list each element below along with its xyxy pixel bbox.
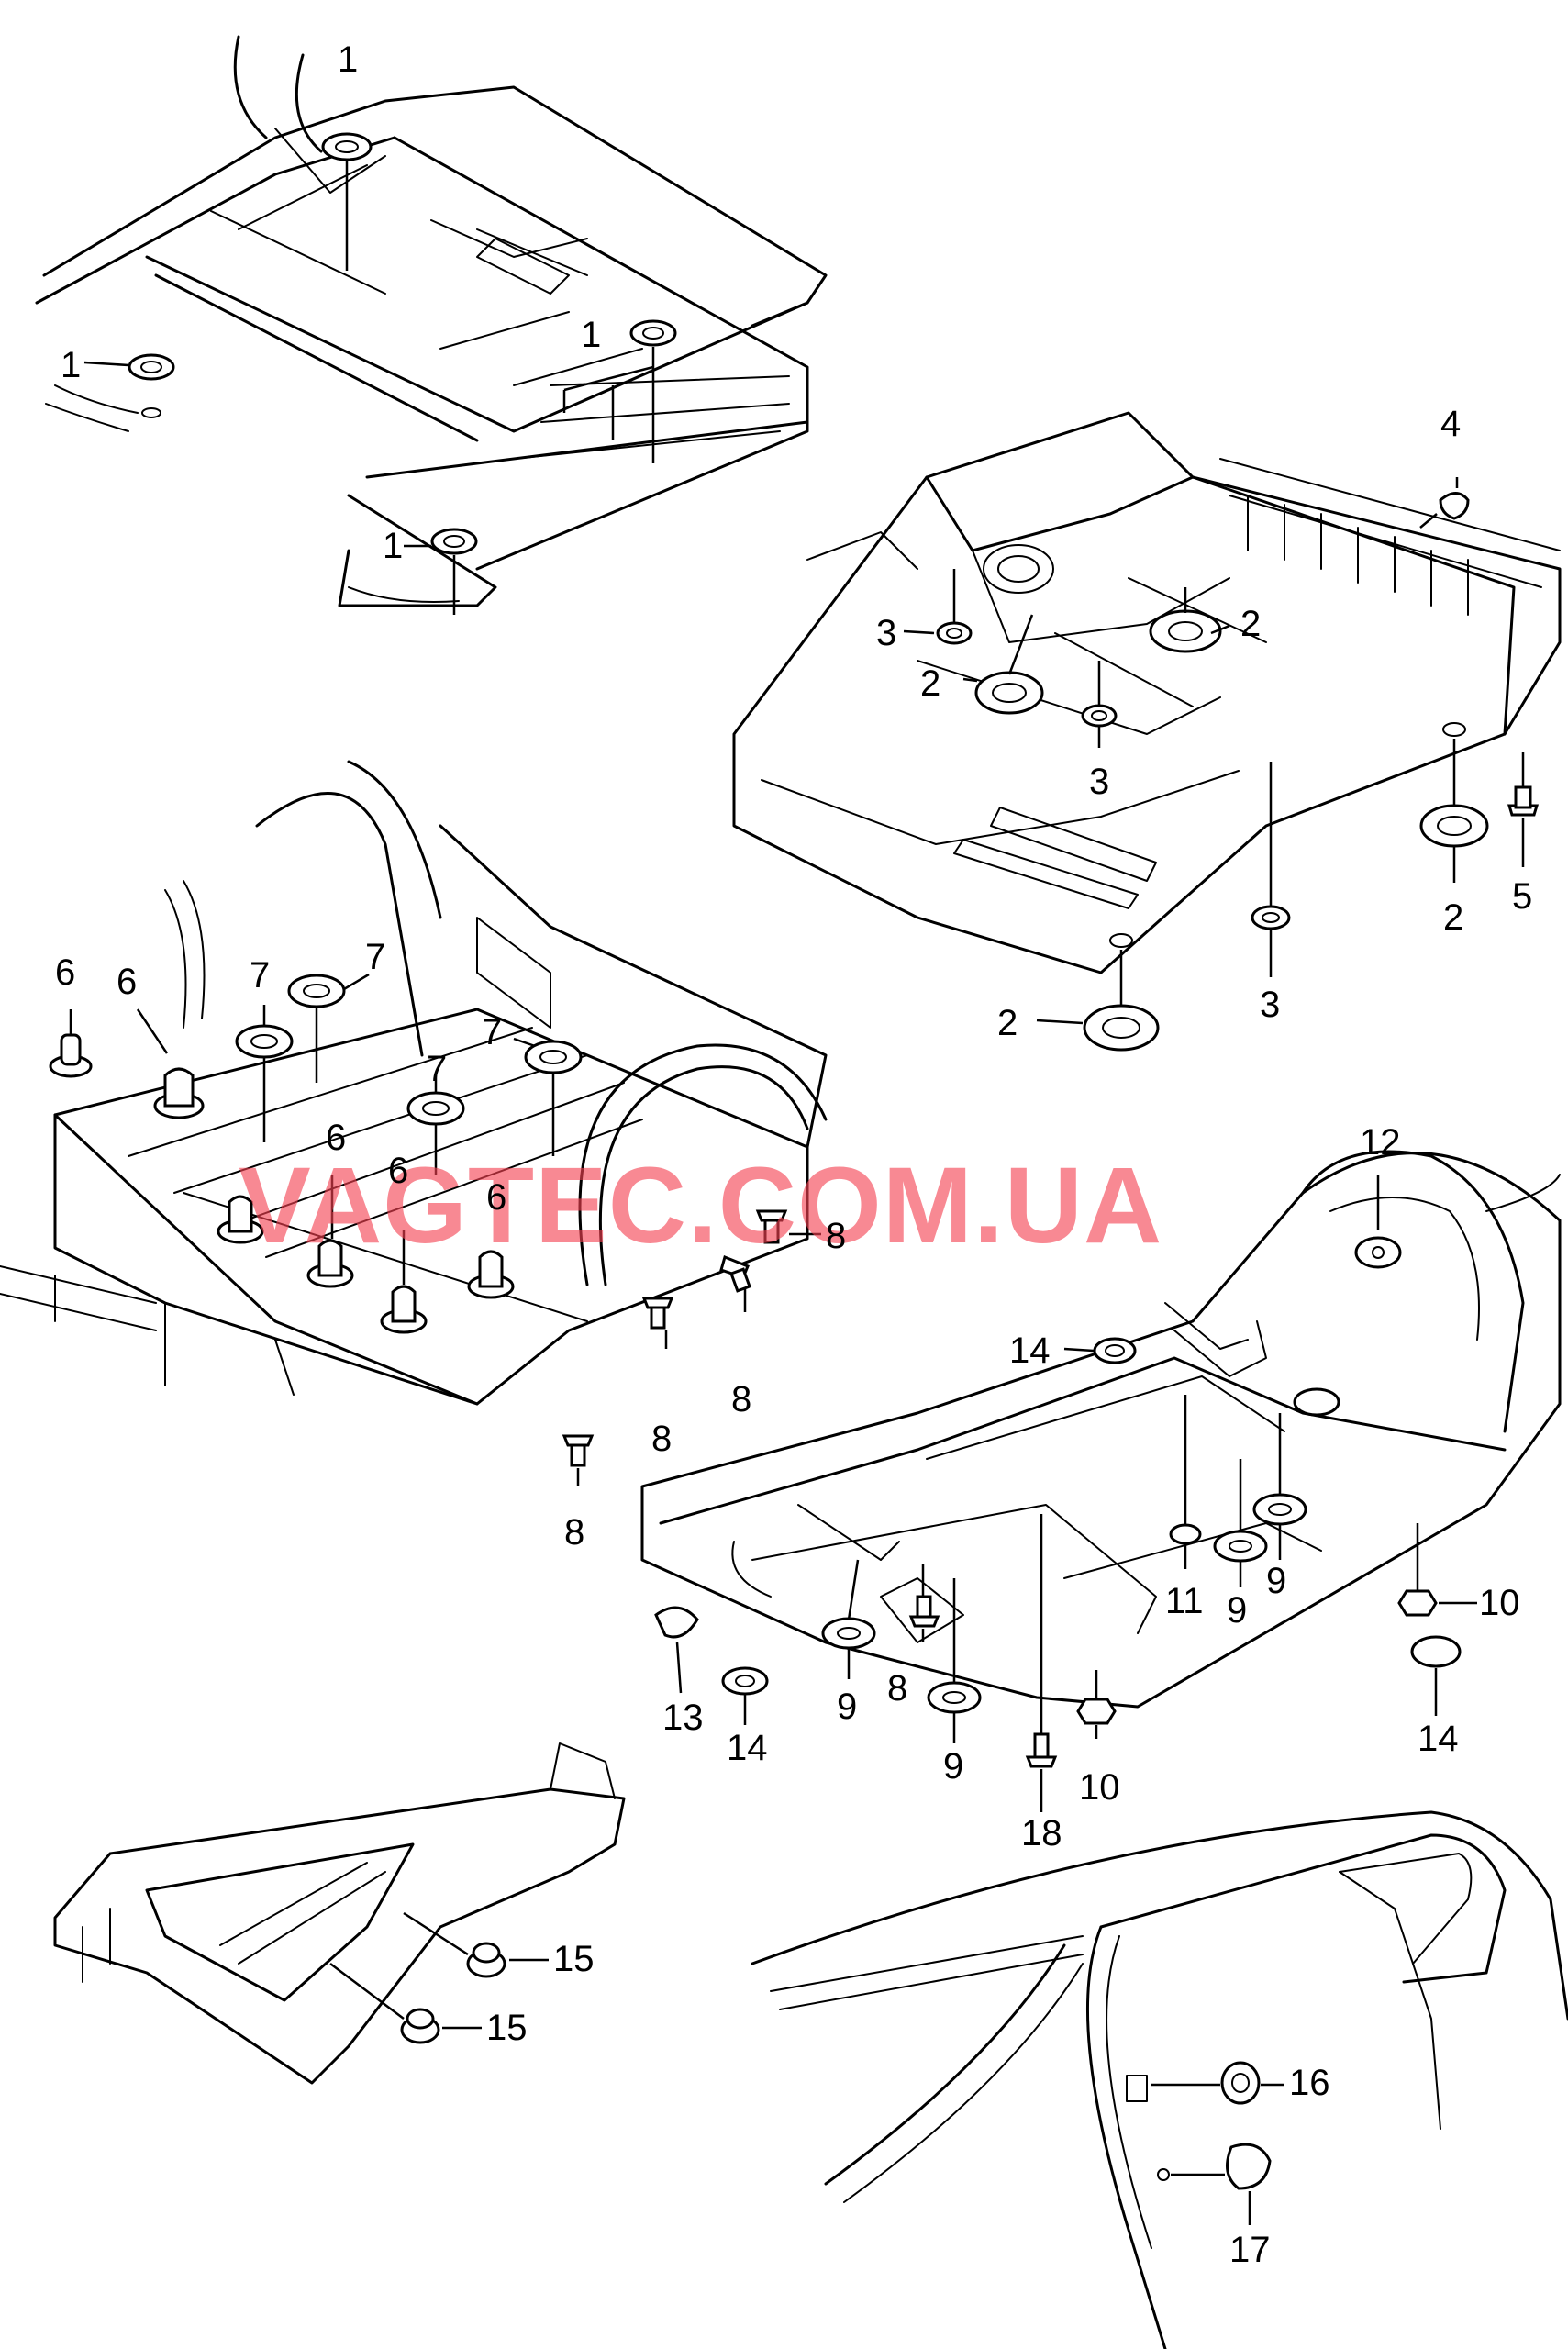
pillar-panel xyxy=(53,1742,626,2085)
callout-9: 9 xyxy=(837,1687,858,1727)
callout-9: 9 xyxy=(943,1746,964,1787)
callout-9: 9 xyxy=(1227,1590,1248,1631)
callout-8: 8 xyxy=(651,1419,673,1459)
callout-6: 6 xyxy=(55,952,76,993)
callout-15: 15 xyxy=(486,2008,528,2048)
rear-floor-panel-mid xyxy=(0,760,828,1406)
callout-1: 1 xyxy=(338,39,359,80)
rear-body-panel xyxy=(751,1810,1568,2349)
callout-1: 1 xyxy=(383,526,404,566)
callout-11: 11 xyxy=(1165,1581,1204,1621)
callout-8: 8 xyxy=(731,1379,752,1419)
callout-8: 8 xyxy=(826,1216,847,1256)
watermark: VAGTEC.COM.UA xyxy=(239,1145,1163,1266)
callout-18: 18 xyxy=(1021,1813,1062,1854)
front-floor-panel xyxy=(35,35,828,607)
callout-7: 7 xyxy=(250,955,271,996)
callout-14: 14 xyxy=(727,1728,768,1768)
callout-1: 1 xyxy=(61,345,82,385)
callout-6: 6 xyxy=(326,1118,347,1158)
callout-15: 15 xyxy=(553,1939,595,1979)
rear-floor-panel-top xyxy=(732,411,1562,974)
callout-2: 2 xyxy=(1443,897,1464,938)
callout-14: 14 xyxy=(1418,1719,1459,1759)
callout-4: 4 xyxy=(1440,404,1462,444)
callout-6: 6 xyxy=(486,1177,507,1218)
callout-8: 8 xyxy=(564,1512,585,1553)
callout-12: 12 xyxy=(1360,1122,1401,1163)
callout-2: 2 xyxy=(1240,604,1262,644)
callout-3: 3 xyxy=(876,613,897,653)
part-markers xyxy=(49,132,1540,2225)
callout-17: 17 xyxy=(1229,2230,1271,2270)
callout-3: 3 xyxy=(1260,985,1281,1025)
callout-3: 3 xyxy=(1089,762,1110,802)
callout-10: 10 xyxy=(1079,1767,1120,1808)
callout-8: 8 xyxy=(887,1668,908,1709)
callout-10: 10 xyxy=(1479,1583,1520,1623)
callout-9: 9 xyxy=(1266,1561,1287,1601)
callout-7: 7 xyxy=(365,937,386,977)
callout-2: 2 xyxy=(920,663,941,704)
callout-2: 2 xyxy=(997,1003,1018,1043)
callout-5: 5 xyxy=(1512,876,1533,917)
callout-16: 16 xyxy=(1289,2063,1330,2103)
rear-floor-underside-panel xyxy=(640,1150,1562,1709)
callout-7: 7 xyxy=(427,1049,448,1089)
callout-7: 7 xyxy=(482,1012,503,1052)
callout-14: 14 xyxy=(1009,1330,1051,1371)
callout-6: 6 xyxy=(117,962,138,1002)
callout-1: 1 xyxy=(581,315,602,355)
callout-6: 6 xyxy=(388,1151,409,1191)
callout-13: 13 xyxy=(662,1698,704,1738)
